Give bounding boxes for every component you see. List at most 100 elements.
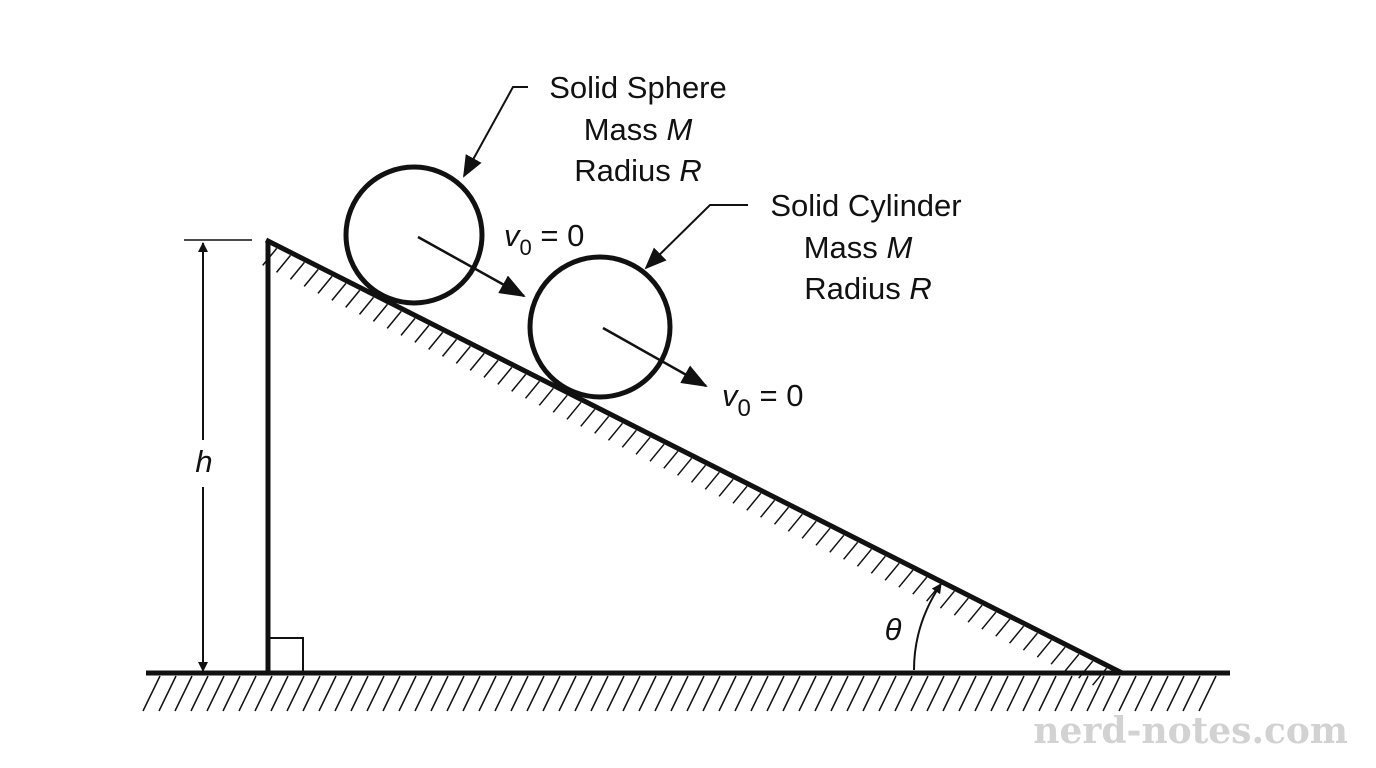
ground-hatch-stroke (798, 675, 817, 712)
incline-hatch-stroke (524, 380, 541, 399)
ground-hatch-stroke (734, 675, 753, 712)
ground-hatch-stroke (1182, 675, 1201, 712)
ground-hatch-stroke (830, 675, 849, 712)
incline-hatch-stroke (386, 310, 402, 329)
ground-hatch-stroke (350, 675, 369, 712)
incline-hatch-stroke (331, 282, 347, 301)
ground-hatch-stroke (1054, 675, 1073, 712)
incline-hatch-stroke (1036, 639, 1052, 658)
ground-hatch-stroke (574, 675, 593, 712)
ground-hatch-stroke (750, 675, 769, 712)
ground-hatch-stroke (1198, 675, 1217, 712)
cylinder-leader-arrow (644, 204, 748, 270)
incline-hatch-stroke (635, 436, 651, 455)
incline-hatch-stroke (621, 429, 637, 448)
incline-hatch-stroke (718, 478, 734, 497)
incline-hatch-stroke (843, 541, 859, 560)
ground-hatch-stroke (222, 675, 241, 712)
ground-hatch-stroke (782, 675, 801, 712)
ground-hatch-stroke (622, 675, 641, 712)
ground-hatch-stroke (286, 675, 305, 712)
incline-hatch-stroke (690, 464, 707, 483)
incline-hatch-stroke (815, 527, 831, 546)
incline-hatch-stroke (345, 289, 361, 308)
ground-hatch-stroke (910, 675, 929, 712)
incline-hatch-stroke (303, 268, 319, 287)
incline-hatch-stroke (677, 457, 693, 476)
ground-hatch-stroke (958, 675, 977, 712)
incline-surface (264, 237, 1124, 676)
incline-hatch-stroke (317, 275, 333, 294)
cylinder-label-title: Solid Cylinder (770, 188, 961, 223)
incline-hatch-stroke (497, 366, 513, 385)
incline-hatch-stroke (400, 317, 416, 336)
incline-hatch-stroke (856, 548, 872, 567)
ground-hatch-stroke (414, 675, 433, 712)
cylinder-label-radius: Radius R (804, 271, 932, 306)
cylinder-label: Solid Cylinder Mass M Radius R (770, 188, 961, 306)
incline-hatch-stroke (649, 443, 665, 462)
right-angle-marker (268, 637, 304, 673)
incline-hatch-stroke (1092, 667, 1108, 686)
ground-hatch-stroke (590, 675, 609, 712)
incline-hatch-stroke (939, 590, 955, 609)
cylinder-velocity-label: v0 = 0 (722, 378, 803, 422)
incline-hatch-stroke (898, 569, 914, 588)
ground-hatch-stroke (174, 675, 193, 712)
incline-hatch-stroke (995, 618, 1011, 637)
incline-hatch-stroke (1009, 625, 1025, 644)
ground-hatch-stroke (142, 675, 161, 712)
incline-hatch-stroke (773, 506, 790, 525)
height-label: h (195, 444, 212, 479)
ground-hatch-stroke (446, 675, 465, 712)
cylinder-velocity-arrow (602, 326, 708, 388)
ground-hatch-stroke (542, 675, 561, 712)
ground-hatching (142, 675, 1217, 712)
angle-label: θ (885, 612, 902, 647)
ground-hatch-stroke (478, 675, 497, 712)
incline-hatch-stroke (801, 520, 817, 539)
ground-hatch-stroke (1166, 675, 1185, 712)
incline-hatch-stroke (829, 534, 845, 553)
incline-hatch-stroke (566, 401, 582, 420)
ground-hatch-stroke (942, 675, 961, 712)
incline-hatch-stroke (1050, 646, 1066, 665)
ground-hatch-stroke (1086, 675, 1105, 712)
incline-hatch-stroke (358, 296, 375, 315)
ground-hatch-stroke (510, 675, 529, 712)
ground-hatch-stroke (318, 675, 337, 712)
incline-hatch-stroke (746, 492, 762, 511)
ground-hatch-stroke (558, 675, 577, 712)
solid-cylinder (527, 254, 673, 400)
incline-hatch-stroke (441, 338, 458, 357)
ground-hatch-stroke (990, 675, 1009, 712)
ground-hatch-stroke (926, 675, 945, 712)
incline-hatch-stroke (289, 261, 305, 280)
ground-hatch-stroke (1038, 675, 1057, 712)
ground-hatch-stroke (1118, 675, 1137, 712)
incline-hatch-stroke (787, 513, 803, 532)
incline-hatch-stroke (732, 485, 748, 504)
ground-hatch-stroke (686, 675, 705, 712)
ground-hatch-stroke (1102, 675, 1121, 712)
incline-hatch-stroke (1064, 653, 1080, 672)
incline-hatch-stroke (704, 471, 720, 490)
ground-hatch-stroke (654, 675, 673, 712)
ground-hatch-stroke (878, 675, 897, 712)
ground-hatch-stroke (814, 675, 833, 712)
ground-hatch-stroke (1006, 675, 1025, 712)
ground-hatch-stroke (718, 675, 737, 712)
incline-hatch-stroke (552, 394, 568, 413)
ground-hatch-stroke (270, 675, 289, 712)
incline-hatch-stroke (870, 555, 886, 574)
incline-hatch-stroke (580, 408, 596, 427)
ground-hatch-stroke (334, 675, 353, 712)
sphere-velocity-label: v0 = 0 (504, 218, 584, 260)
incline-hatch-stroke (607, 422, 624, 441)
ground-hatch-stroke (974, 675, 993, 712)
ground-hatch-stroke (382, 675, 401, 712)
incline-hatch-stroke (538, 387, 554, 406)
incline-hatch-stroke (414, 324, 430, 343)
